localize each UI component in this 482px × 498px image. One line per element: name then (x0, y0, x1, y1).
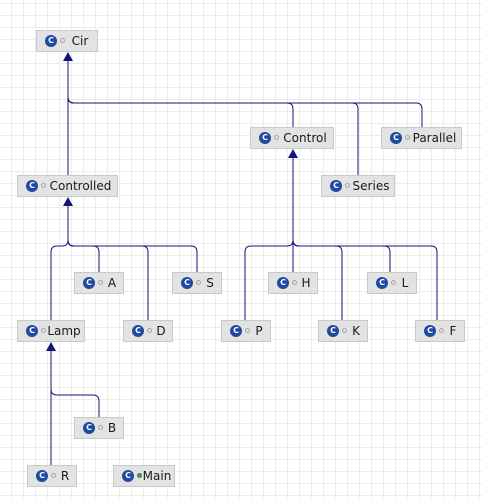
edge-b-to-lamp (50, 348, 100, 417)
class-label: Series (352, 179, 390, 193)
edge-series-to-cir (67, 58, 359, 175)
visibility-dot-icon (41, 183, 46, 188)
visibility-dot-icon (196, 280, 201, 285)
visibility-dot-icon (98, 280, 103, 285)
class-c-icon: C (390, 132, 402, 144)
class-c-icon: C (376, 277, 388, 289)
visibility-dot-icon (345, 183, 350, 188)
class-node-main[interactable]: C Main (113, 465, 175, 487)
visibility-dot-icon (51, 473, 56, 478)
class-c-icon: C (230, 325, 242, 337)
class-node-parallel[interactable]: C Parallel (381, 127, 462, 149)
edge-control-to-cir (67, 58, 294, 127)
class-label: Control (283, 131, 327, 145)
class-label: R (60, 469, 70, 483)
class-c-icon: C (424, 325, 436, 337)
visibility-dot-icon (439, 328, 444, 333)
class-node-lamp[interactable]: C Lamp (17, 320, 85, 342)
edge-s-to-controlled (67, 203, 198, 272)
class-label: Parallel (412, 131, 457, 145)
visibility-dot-icon (274, 135, 279, 140)
class-c-icon: C (122, 470, 134, 482)
visibility-dot-icon (147, 328, 152, 333)
class-label: S (206, 276, 214, 290)
edge-a-to-controlled (67, 203, 100, 272)
class-label: Controlled (49, 179, 112, 193)
class-label: B (107, 421, 117, 435)
visibility-dot-icon (391, 280, 396, 285)
class-c-icon: C (45, 35, 57, 47)
class-c-icon: C (36, 470, 48, 482)
visibility-dot-icon (342, 328, 347, 333)
class-c-icon: C (26, 180, 38, 192)
visibility-dot-icon (60, 38, 65, 43)
visibility-dot-icon (245, 328, 250, 333)
class-label: H (301, 276, 311, 290)
edge-f-to-control (292, 155, 438, 320)
class-c-icon: C (83, 277, 95, 289)
visibility-dot-icon (41, 328, 46, 333)
class-c-icon: C (181, 277, 193, 289)
class-label: F (449, 324, 457, 338)
class-label: P (255, 324, 263, 338)
class-node-cir[interactable]: C Cir (36, 30, 98, 52)
class-c-icon: C (330, 180, 342, 192)
class-label: Main (142, 469, 172, 483)
visibility-dot-icon (292, 280, 297, 285)
class-c-icon: C (132, 325, 144, 337)
class-c-icon: C (277, 277, 289, 289)
class-c-icon: C (26, 325, 38, 337)
class-node-controlled[interactable]: C Controlled (17, 175, 118, 197)
class-c-icon: C (327, 325, 339, 337)
class-label: D (156, 324, 166, 338)
main-run-icon (137, 473, 142, 478)
edge-lamp-to-controlled (50, 203, 69, 320)
class-label: Cir (71, 34, 89, 48)
class-label: Lamp (47, 324, 81, 338)
arrowhead-control (288, 149, 298, 158)
class-label: K (352, 324, 360, 338)
arrowhead-controlled (63, 197, 73, 206)
edge-p-to-control (244, 155, 294, 320)
class-c-icon: C (83, 422, 95, 434)
arrowhead-lamp (46, 342, 56, 351)
visibility-dot-icon (98, 425, 103, 430)
class-node-control[interactable]: C Control (250, 127, 334, 149)
edge-parallel-to-cir (67, 58, 423, 127)
class-c-icon: C (259, 132, 271, 144)
visibility-dot-icon (405, 135, 410, 140)
class-label: A (107, 276, 117, 290)
class-node-series[interactable]: C Series (321, 175, 395, 197)
class-label: L (401, 276, 409, 290)
edge-d-to-controlled (67, 203, 149, 320)
arrowhead-cir (63, 52, 73, 61)
